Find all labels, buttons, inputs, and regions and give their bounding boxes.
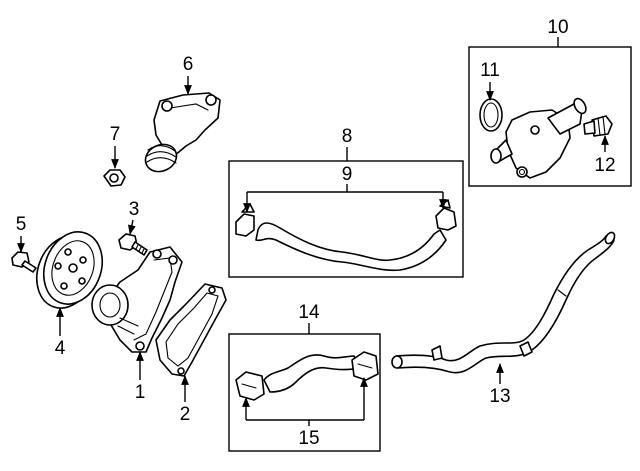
callout-1: 1: [135, 382, 146, 403]
callout-9: 9: [342, 164, 353, 185]
callout-7: 7: [110, 124, 121, 145]
group-box-lower-hose: [228, 333, 381, 452]
water-pump-pulley: [36, 231, 103, 309]
hose-clamp-right: [435, 199, 457, 231]
group-box-thermostat-housing: [468, 46, 632, 187]
upper-radiator-hose: [255, 222, 447, 272]
coolant-pipe: [391, 231, 616, 374]
lower-radiator-hose: [263, 354, 361, 393]
hose-clamp-lower-right: [351, 351, 379, 381]
callout-11: 11: [480, 60, 500, 81]
callout-8: 8: [342, 126, 353, 147]
bolt-5: [11, 251, 37, 273]
callout-15: 15: [298, 428, 319, 449]
callout-13: 13: [489, 386, 510, 407]
thermostat-outlet-housing: [144, 92, 221, 173]
callout-5: 5: [16, 214, 27, 235]
hose-clamp-left: [235, 203, 255, 237]
callout-4: 4: [55, 338, 66, 359]
callout-12: 12: [594, 155, 615, 176]
thermostat-housing: [490, 97, 587, 179]
callout-6: 6: [183, 54, 194, 75]
callout-14: 14: [298, 302, 320, 323]
callout-2: 2: [180, 404, 191, 425]
hose-clamp-lower-left: [235, 371, 265, 401]
callout-3: 3: [129, 199, 140, 220]
o-ring: [479, 98, 503, 132]
bolt-3: [118, 233, 148, 256]
water-pump: [91, 246, 183, 353]
callout-10: 10: [547, 17, 568, 38]
group-box-upper-hose: [228, 160, 464, 278]
nut: [103, 169, 126, 187]
temperature-sensor: [583, 115, 613, 137]
